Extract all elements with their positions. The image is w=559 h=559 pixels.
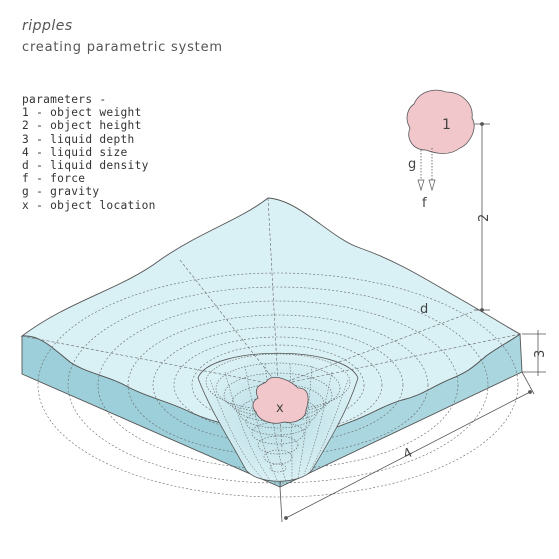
parameters-list: parameters - 1 - object weight 2 - objec…: [22, 93, 156, 212]
height-dimension: [474, 122, 490, 312]
parameter-item: g - gravity: [22, 185, 100, 199]
diagram-subtitle: creating parametric system: [22, 40, 223, 55]
parameter-item: f - force: [22, 172, 86, 186]
depth-label: 3: [533, 350, 548, 358]
size-dimension: [279, 371, 535, 523]
object-location-label: x: [276, 401, 284, 416]
object-weight-shape: [406, 89, 475, 154]
parameter-item: 2 - object height: [22, 119, 142, 133]
diagram-title: ripples: [22, 18, 73, 34]
parameter-item: 1 - object weight: [22, 106, 142, 120]
parameter-item: 3 - liquid depth: [22, 132, 135, 146]
density-label: d: [420, 302, 428, 317]
parameter-item: d - liquid density: [22, 159, 149, 173]
object-location-shape: [252, 376, 309, 424]
height-label: 2: [477, 214, 492, 222]
force-label: f: [422, 196, 427, 211]
gravity-label: g: [408, 157, 416, 172]
parameters-heading: parameters -: [22, 93, 107, 106]
ripple-rings: [37, 272, 519, 498]
parameter-item: x - object location: [22, 198, 156, 212]
gravity-force-arrows: [417, 148, 436, 192]
parameter-item: 4 - liquid size: [22, 145, 128, 159]
object-weight-label: 1: [442, 117, 451, 133]
depth-dimension: [522, 330, 546, 376]
